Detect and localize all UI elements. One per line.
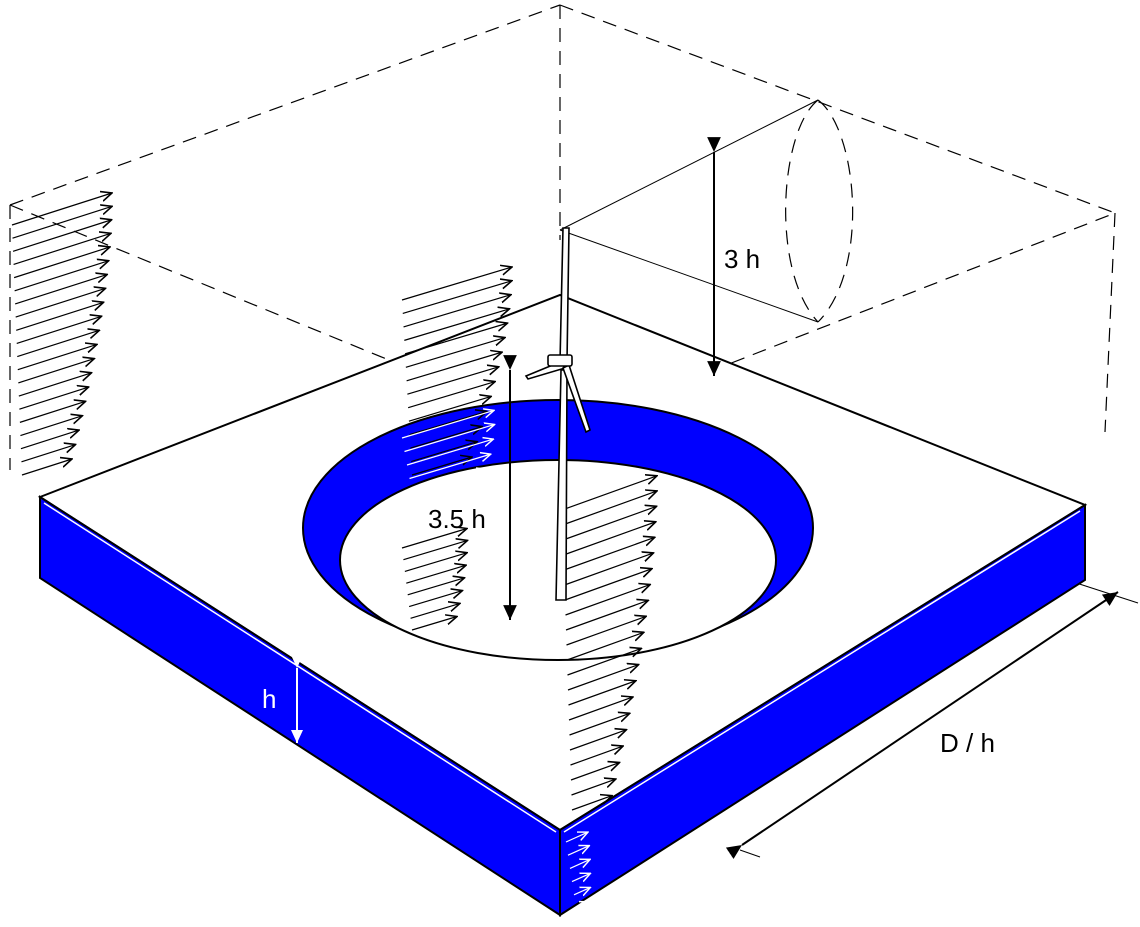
outflow-profile-arrow	[563, 537, 655, 571]
mid-profile-arrow	[405, 338, 505, 368]
hole-profile-arrow	[411, 617, 457, 631]
inflow-profile-arrow	[18, 373, 92, 397]
slab-profile-arrow	[575, 902, 590, 908]
hole-profile-arrow	[410, 603, 460, 619]
inflow-profile-arrow	[17, 330, 99, 358]
outflow-profile-arrow	[570, 746, 624, 766]
slab-profile-arrow	[569, 859, 590, 869]
mid-profile-arrow	[406, 352, 502, 382]
inflow-profile-arrow	[21, 459, 72, 476]
inflow-profile-arrow	[19, 387, 88, 410]
mid-profile-arrow	[403, 295, 511, 328]
inflow-profile-arrow	[20, 416, 82, 437]
inflow-profile-arrow	[14, 261, 109, 292]
inflow-profile-arrow	[13, 247, 110, 279]
outflow-profile-arrow	[568, 697, 633, 721]
inflow-profile-arrow	[17, 344, 97, 371]
rim-profile-arrow	[406, 439, 493, 466]
inflow-profile-arrow	[19, 401, 86, 423]
inflow-profile-arrow	[12, 220, 112, 252]
mid-profile-arrow	[410, 427, 482, 449]
rim-profile-arrow	[401, 410, 494, 439]
outflow-profile-arrow	[567, 648, 642, 676]
label-3-5h: 3.5 h	[428, 504, 486, 534]
outflow-profile-arrow	[566, 632, 644, 661]
inflow-profile-arrow	[16, 302, 103, 331]
outflow-profile-arrow	[567, 665, 639, 691]
hole-profile-arrow	[406, 565, 466, 584]
hole-profile-arrow	[403, 540, 467, 561]
outflow-profile-arrow	[563, 522, 656, 556]
outflow-profile-arrow	[568, 681, 636, 706]
slab-profile-arrow	[573, 887, 590, 894]
inflow-profile-arrow	[16, 316, 102, 344]
outflow-profile-arrow	[565, 584, 651, 616]
mid-profile-arrow	[402, 281, 512, 315]
hole-profile-arrow	[407, 578, 465, 596]
outflow-profile-arrow	[562, 506, 657, 541]
outflow-profile-arrow	[570, 763, 620, 781]
mid-profile-arrow	[407, 367, 498, 395]
mid-profile-arrow	[401, 267, 512, 301]
slab-profile-arrow	[567, 846, 589, 856]
mid-profile-arrow	[404, 309, 509, 341]
label-d-over-h: D / h	[940, 728, 995, 758]
velocity-profiles	[11, 193, 658, 908]
rim-profile-arrow	[411, 470, 487, 493]
outflow-profile-arrow	[564, 553, 654, 586]
label-h: h	[262, 684, 276, 714]
label-3h: 3 h	[724, 244, 760, 274]
mid-profile-arrow	[409, 411, 487, 436]
inflow-profile-arrow	[20, 430, 79, 450]
rim-profile-arrow	[409, 454, 491, 480]
outflow-profile-arrow	[569, 730, 627, 751]
mid-profile-arrow	[408, 396, 491, 422]
outflow-profile-arrow	[561, 476, 657, 511]
outflow-profile-arrow	[562, 491, 658, 526]
dimensions	[291, 137, 1119, 859]
outflow-profile-arrow	[571, 796, 612, 811]
mid-profile-arrow	[404, 323, 507, 355]
outflow-profile-arrow	[564, 569, 652, 601]
mid-profile-arrow	[411, 442, 477, 463]
slab-profile-arrow	[565, 832, 588, 843]
hole-profile-arrow	[408, 591, 462, 608]
inflow-profile-arrow	[13, 233, 111, 266]
outflow-profile-arrow	[571, 779, 616, 796]
inflow-profile-arrow	[21, 445, 75, 463]
outflow-profile-arrow	[569, 713, 630, 736]
outflow-profile-arrow	[566, 616, 647, 646]
wind-turbine-icon	[524, 227, 591, 601]
mid-profile-arrow	[411, 457, 472, 476]
inflow-profile-arrow	[18, 359, 94, 384]
outflow-profile-arrow	[565, 600, 648, 631]
inflow-profile-arrow	[12, 206, 113, 239]
inflow-profile-arrow	[11, 193, 112, 226]
hole-profile-arrow	[404, 553, 467, 573]
inflow-profile-arrow	[14, 274, 107, 305]
dim-length-arrow	[725, 591, 1119, 859]
hole-profile-arrow	[401, 529, 467, 549]
mid-profile-arrow	[407, 382, 495, 409]
rim-profile-arrow	[404, 424, 495, 453]
inflow-profile-arrow	[15, 288, 106, 318]
slab-profile-arrow	[571, 873, 590, 883]
